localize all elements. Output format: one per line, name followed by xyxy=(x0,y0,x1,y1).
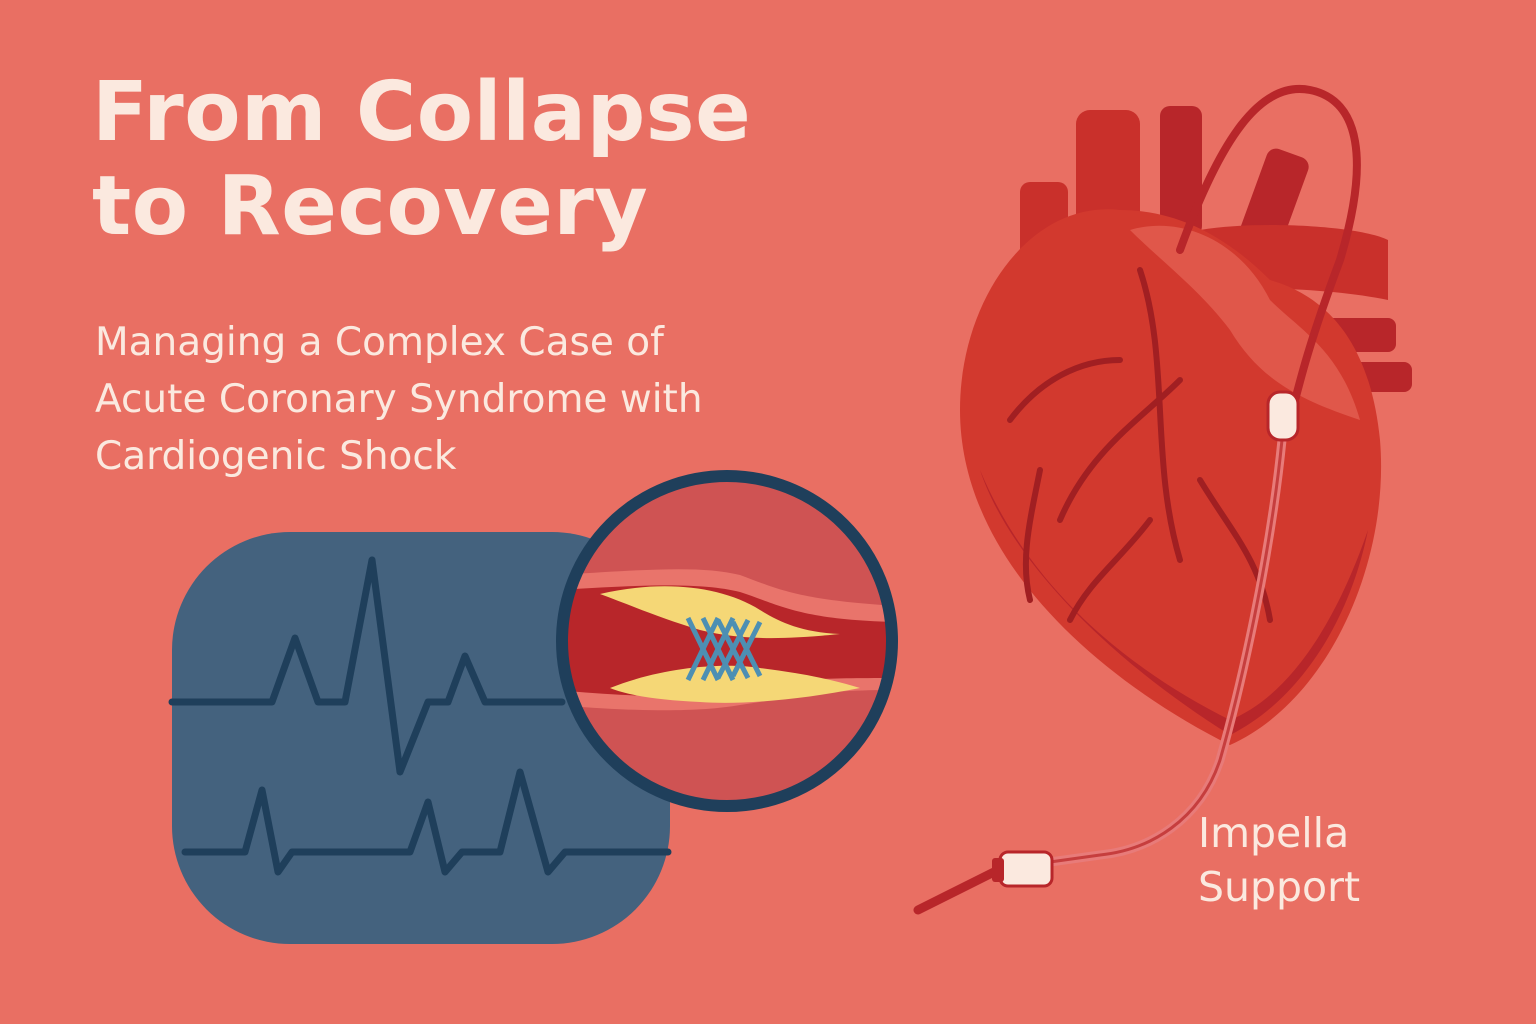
ecg-monitor-icon xyxy=(168,532,672,944)
subtitle-line-2: Acute Coronary Syndrome with xyxy=(95,377,703,422)
title-line-2: to Recovery xyxy=(92,159,649,254)
subtitle-line-1: Managing a Complex Case of xyxy=(95,320,664,365)
impella-catheter-icon xyxy=(913,84,1361,915)
impella-label-line-2: Support xyxy=(1198,863,1361,911)
heart-icon xyxy=(960,106,1412,746)
impella-label-line-1: Impella xyxy=(1198,809,1350,857)
page-title: From Collapse to Recovery xyxy=(92,66,892,254)
page-subtitle: Managing a Complex Case of Acute Coronar… xyxy=(95,314,895,485)
impella-support-label: Impella Support xyxy=(1198,806,1360,914)
title-line-1: From Collapse xyxy=(92,65,752,160)
subtitle-line-3: Cardiogenic Shock xyxy=(95,434,457,479)
stented-artery-icon xyxy=(556,470,898,812)
